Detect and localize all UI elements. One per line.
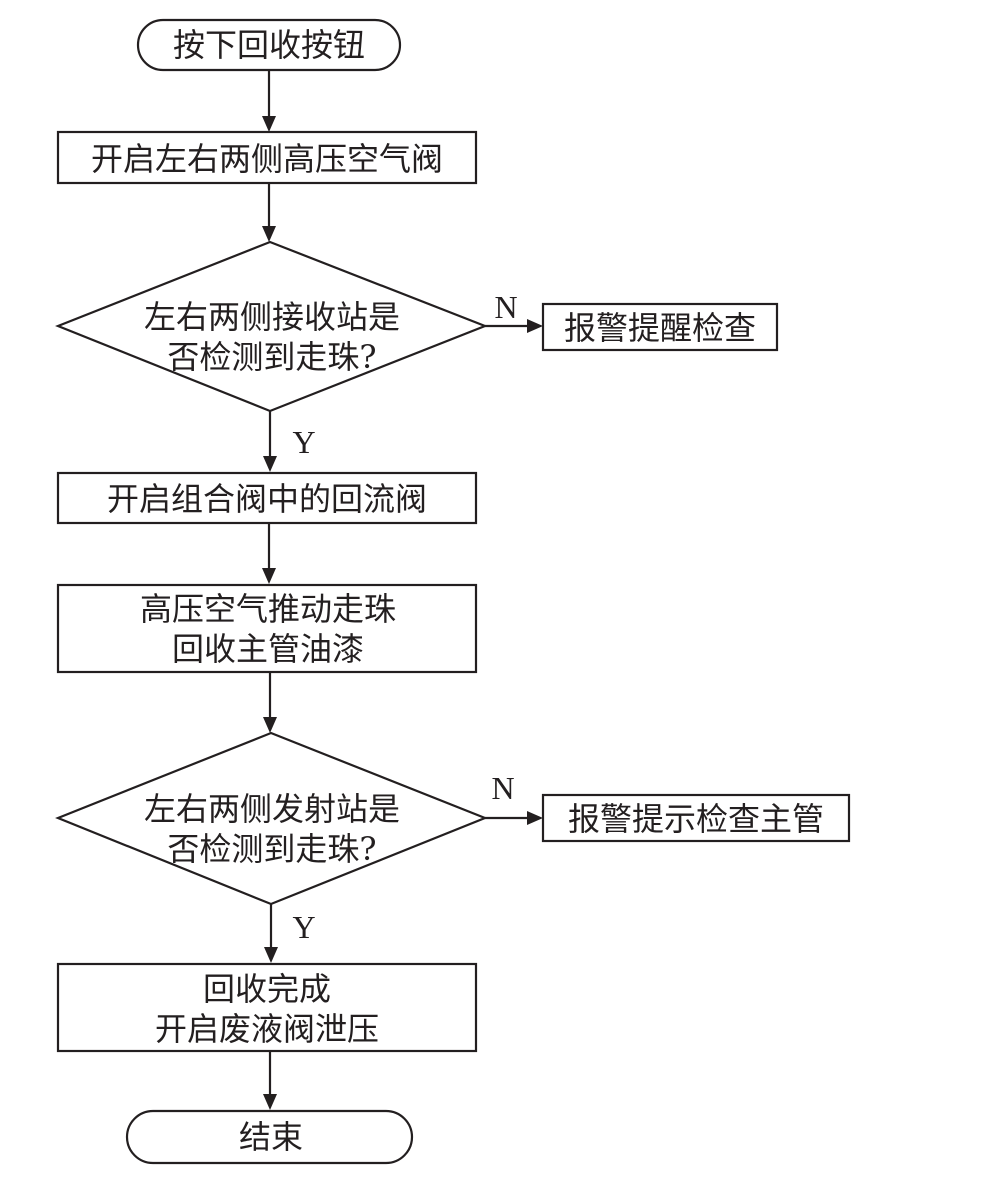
- process-open-return-valve-label: 开启组合阀中的回流阀: [107, 480, 427, 518]
- branch-label-yes-1: Y: [292, 424, 315, 460]
- branch-label-yes-2: Y: [292, 909, 315, 945]
- process-alarm-check: [541, 302, 779, 352]
- arrowhead: [262, 568, 276, 584]
- start-label: 按下回收按钮: [173, 26, 365, 64]
- decision-launch-station-line1: 左右两侧发射站是: [144, 790, 400, 828]
- end-label: 结束: [239, 1118, 303, 1156]
- process-push-pig-line1: 高压空气推动走珠: [140, 590, 396, 628]
- process-open-air-valves: [56, 130, 478, 185]
- arrowhead: [262, 226, 276, 242]
- branch-label-no-2: N: [491, 770, 514, 806]
- process-recovery-done-line2: 开启废液阀泄压: [155, 1010, 379, 1048]
- process-push-pig: [56, 583, 478, 674]
- decision-launch-station-line2: 否检测到走珠?: [167, 830, 376, 868]
- arrowhead: [262, 116, 276, 132]
- process-open-air-valves-label: 开启左右两侧高压空气阀: [91, 140, 443, 178]
- arrowhead: [264, 947, 278, 963]
- process-alarm-check-label: 报警提醒检查: [564, 309, 756, 347]
- decision-receive-station-line2: 否检测到走珠?: [167, 338, 376, 376]
- process-recovery-done-line1: 回收完成: [203, 970, 331, 1008]
- process-recovery-done: [56, 962, 478, 1053]
- process-alarm-main-pipe: [541, 793, 851, 843]
- process-push-pig-line2: 回收主管油漆: [172, 630, 364, 668]
- arrowhead: [263, 1094, 277, 1110]
- end-terminator: [125, 1109, 414, 1165]
- arrowhead: [263, 456, 277, 472]
- process-open-return-valve: [56, 471, 478, 525]
- arrowhead: [527, 319, 543, 333]
- process-alarm-main-pipe-label: 报警提示检查主管: [568, 800, 824, 838]
- arrowhead: [263, 717, 277, 733]
- branch-label-no-1: N: [494, 289, 517, 325]
- decision-receive-station-line1: 左右两侧接收站是: [144, 298, 400, 336]
- arrowhead: [527, 811, 543, 825]
